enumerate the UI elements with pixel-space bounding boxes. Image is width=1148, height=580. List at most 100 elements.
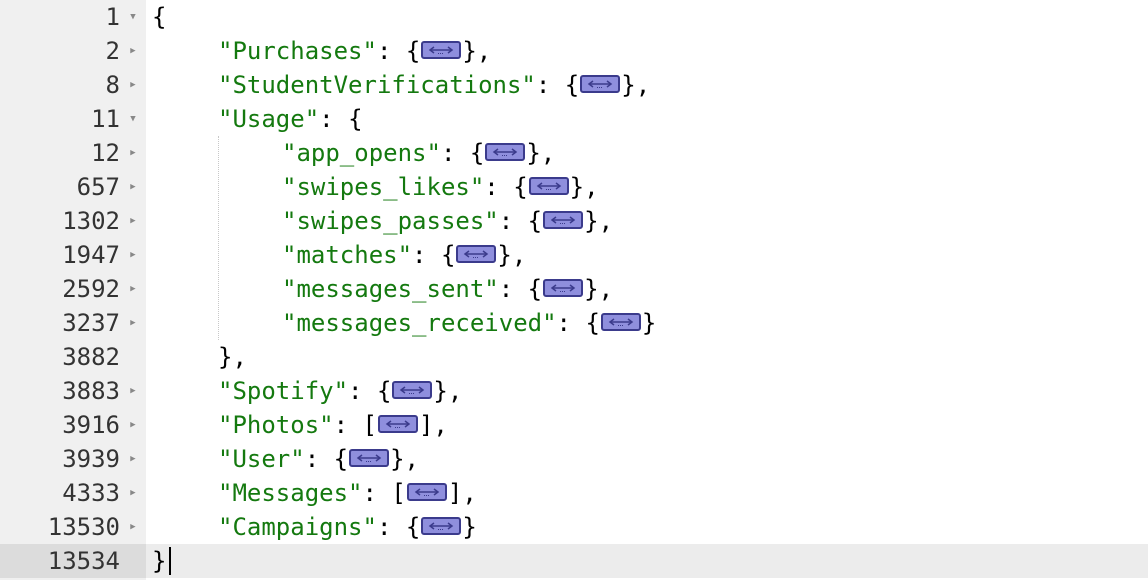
collapsed-placeholder-icon[interactable] (421, 41, 462, 59)
json-key: "User" (218, 445, 305, 473)
collapsed-placeholder-icon[interactable] (528, 177, 569, 195)
open-bracket: { (527, 207, 543, 235)
line-number: 3883 (62, 377, 120, 405)
code-line[interactable]: 3237▶"messages_received": {} (0, 306, 1148, 340)
separator: : (440, 139, 470, 167)
collapsed-placeholder-icon[interactable] (421, 517, 462, 535)
code-line[interactable]: 3916 ▶ "Photos": [], (0, 408, 1148, 442)
collapsed-placeholder-icon[interactable] (543, 211, 584, 229)
collapsed-placeholder-icon[interactable] (580, 75, 621, 93)
code-line[interactable]: 3939 ▶ "User": {}, (0, 442, 1148, 476)
code-line[interactable]: 1302▶"swipes_passes": {}, (0, 204, 1148, 238)
fold-collapsed-icon[interactable]: ▶ (130, 216, 136, 226)
close-bracket: } (621, 71, 636, 99)
comma: , (598, 275, 614, 303)
open-bracket: [ (362, 411, 377, 439)
fold-collapsed-icon[interactable]: ▶ (130, 250, 136, 260)
open-bracket: { (405, 37, 421, 65)
code-line[interactable]: 1947 ▶ "matches": {}, (0, 238, 1148, 272)
code-text[interactable]: "Messages": [], (218, 476, 477, 510)
collapsed-placeholder-icon[interactable] (600, 313, 641, 331)
code-line[interactable]: 8 ▶ "StudentVerifications": {}, (0, 68, 1148, 102)
fold-collapsed-icon[interactable]: ▶ (130, 284, 136, 294)
fold-collapsed-icon[interactable]: ▶ (130, 318, 136, 328)
separator: : (348, 377, 377, 405)
line-number: 3916 (62, 411, 120, 439)
collapsed-placeholder-icon[interactable] (456, 245, 497, 263)
json-key: "messages_received" (282, 309, 557, 337)
code-text[interactable]: "Spotify": {}, (218, 374, 462, 408)
code-text[interactable]: } (152, 544, 166, 578)
line-number: 4333 (62, 479, 120, 507)
fold-collapsed-icon[interactable]: ▶ (130, 420, 136, 430)
code-line[interactable]: 657▶"swipes_likes": {}, (0, 170, 1148, 204)
open-bracket: { (405, 513, 421, 541)
bracket-text: { (152, 3, 167, 31)
code-line[interactable]: 13530 ▶ "Campaigns": {} (0, 510, 1148, 544)
fold-collapsed-icon[interactable]: ▶ (130, 386, 136, 396)
code-line[interactable]: 3883 ▶ "Spotify": {}, (0, 374, 1148, 408)
line-number: 1947 (62, 241, 120, 269)
fold-collapsed-icon[interactable]: ▶ (130, 148, 136, 158)
line-number-gutter (0, 0, 146, 580)
line-number: 3939 (62, 445, 120, 473)
text-cursor (169, 547, 171, 575)
open-bracket: [ (391, 479, 406, 507)
code-line[interactable]: 3882}, (0, 340, 1148, 374)
code-line[interactable]: 2▶"Purchases": {}, (0, 34, 1148, 68)
fold-expanded-icon[interactable]: ▼ (130, 12, 136, 22)
close-bracket: } (462, 37, 477, 65)
code-text[interactable]: "Purchases": {}, (218, 34, 491, 68)
json-key: "app_opens" (282, 139, 441, 167)
collapsed-placeholder-icon[interactable] (485, 143, 526, 161)
json-key: "swipes_likes" (282, 173, 485, 201)
collapsed-placeholder-icon[interactable] (392, 381, 433, 399)
open-bracket: { (585, 309, 600, 337)
code-text[interactable]: "StudentVerifications": {}, (218, 68, 650, 102)
fold-collapsed-icon[interactable]: ▶ (130, 522, 136, 532)
code-line[interactable]: 4333 ▶ "Messages": [], (0, 476, 1148, 510)
code-line[interactable]: 1▼{ (0, 0, 1148, 34)
close-bracket: } (584, 275, 599, 303)
separator: : (362, 479, 392, 507)
fold-collapsed-icon[interactable]: ▶ (130, 182, 136, 192)
collapsed-placeholder-icon[interactable] (543, 279, 584, 297)
code-text[interactable]: "swipes_likes": {}, (282, 170, 599, 204)
json-key: "Spotify" (218, 377, 349, 405)
line-number: 11 (91, 105, 120, 133)
code-text[interactable]: "User": {}, (218, 442, 419, 476)
fold-collapsed-icon[interactable]: ▶ (130, 80, 136, 90)
code-line[interactable]: 11 ▼ "Usage": { (0, 102, 1148, 136)
collapsed-placeholder-icon[interactable] (349, 449, 390, 467)
code-text[interactable]: { (152, 0, 166, 34)
code-text[interactable]: "swipes_passes": {}, (282, 204, 613, 238)
separator: : (535, 71, 565, 99)
separator: : (319, 105, 349, 133)
code-line[interactable]: 12▶"app_opens": {}, (0, 136, 1148, 170)
active-gutter-highlight (0, 544, 146, 578)
code-text[interactable]: }, (218, 340, 247, 374)
fold-expanded-icon[interactable]: ▼ (130, 114, 136, 124)
fold-collapsed-icon[interactable]: ▶ (130, 488, 136, 498)
collapsed-placeholder-icon[interactable] (377, 415, 418, 433)
fold-collapsed-icon[interactable]: ▶ (130, 46, 136, 56)
collapsed-placeholder-icon[interactable] (406, 483, 447, 501)
code-text[interactable]: "Photos": [], (218, 408, 448, 442)
line-number: 8 (105, 71, 120, 99)
separator: : (333, 411, 363, 439)
code-line[interactable]: 2592▶"messages_sent": {}, (0, 272, 1148, 306)
code-text[interactable]: "app_opens": {}, (282, 136, 555, 170)
code-text[interactable]: "Campaigns": {} (218, 510, 477, 544)
code-text[interactable]: "matches": {}, (282, 238, 526, 272)
indent-guide (218, 136, 219, 340)
fold-collapsed-icon[interactable]: ▶ (130, 454, 136, 464)
comma: , (476, 37, 492, 65)
code-text[interactable]: "messages_sent": {}, (282, 272, 613, 306)
code-line[interactable]: 13534} (0, 544, 1148, 578)
code-text[interactable]: "Usage": { (218, 102, 363, 136)
line-number: 13530 (47, 513, 120, 541)
close-bracket: } (462, 513, 477, 541)
code-text[interactable]: "messages_received": {} (282, 306, 656, 340)
active-line-highlight (0, 544, 1148, 578)
